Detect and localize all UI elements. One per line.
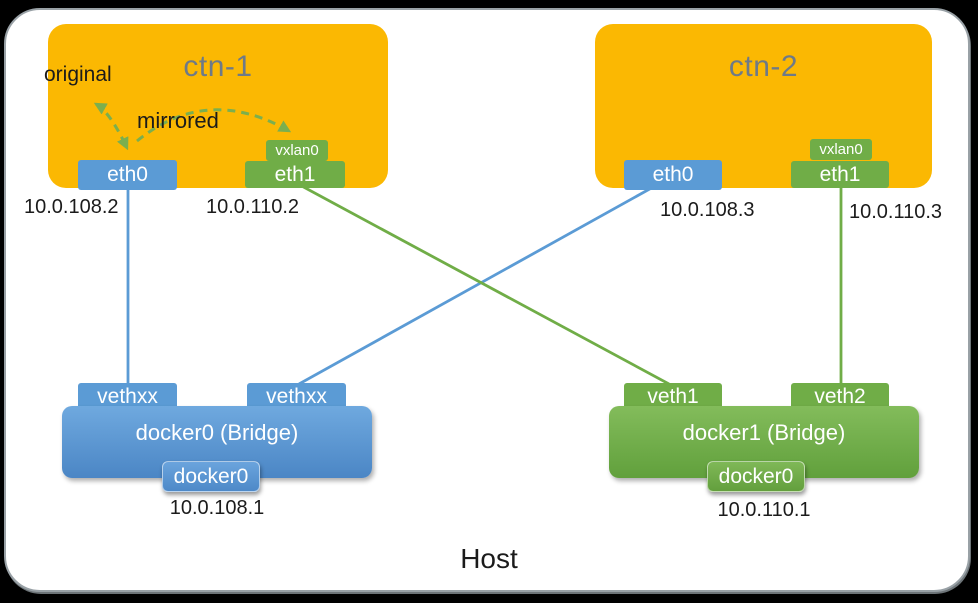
ctn2-eth1-ip: 10.0.110.3	[849, 201, 943, 223]
container-title: ctn-2	[728, 50, 799, 83]
ctn1-eth0-port: eth0	[78, 160, 177, 190]
docker0-bridge-label: docker0 (Bridge)	[135, 420, 299, 445]
docker0-iface-badge: docker0	[162, 461, 260, 492]
docker0-bridge-ip: 10.0.108.1	[169, 497, 265, 519]
ctn1-eth1-ip: 10.0.110.2	[206, 196, 300, 218]
ctn1-eth1-port: eth1	[245, 161, 345, 188]
ctn2-eth1-port: eth1	[791, 161, 889, 188]
docker1-bridge-ip: 10.0.110.1	[717, 499, 811, 521]
ctn2-vxlan0-badge: vxlan0	[810, 139, 872, 160]
ctn2-eth0-port: eth0	[624, 160, 722, 190]
ctn1-eth0-ip: 10.0.108.2	[24, 196, 119, 218]
docker1-iface-badge: docker0	[707, 461, 805, 492]
docker1-bridge-label: docker1 (Bridge)	[682, 420, 846, 445]
ctn2-eth0-ip: 10.0.108.3	[660, 199, 755, 221]
container-title: ctn-1	[183, 50, 253, 83]
original-label: original	[44, 63, 112, 86]
ctn1-vxlan0-badge: vxlan0	[266, 140, 328, 161]
docker1-bridge-box: docker1 (Bridge)	[609, 406, 919, 478]
mirrored-label: mirrored	[137, 108, 219, 133]
host-label: Host	[460, 543, 518, 574]
